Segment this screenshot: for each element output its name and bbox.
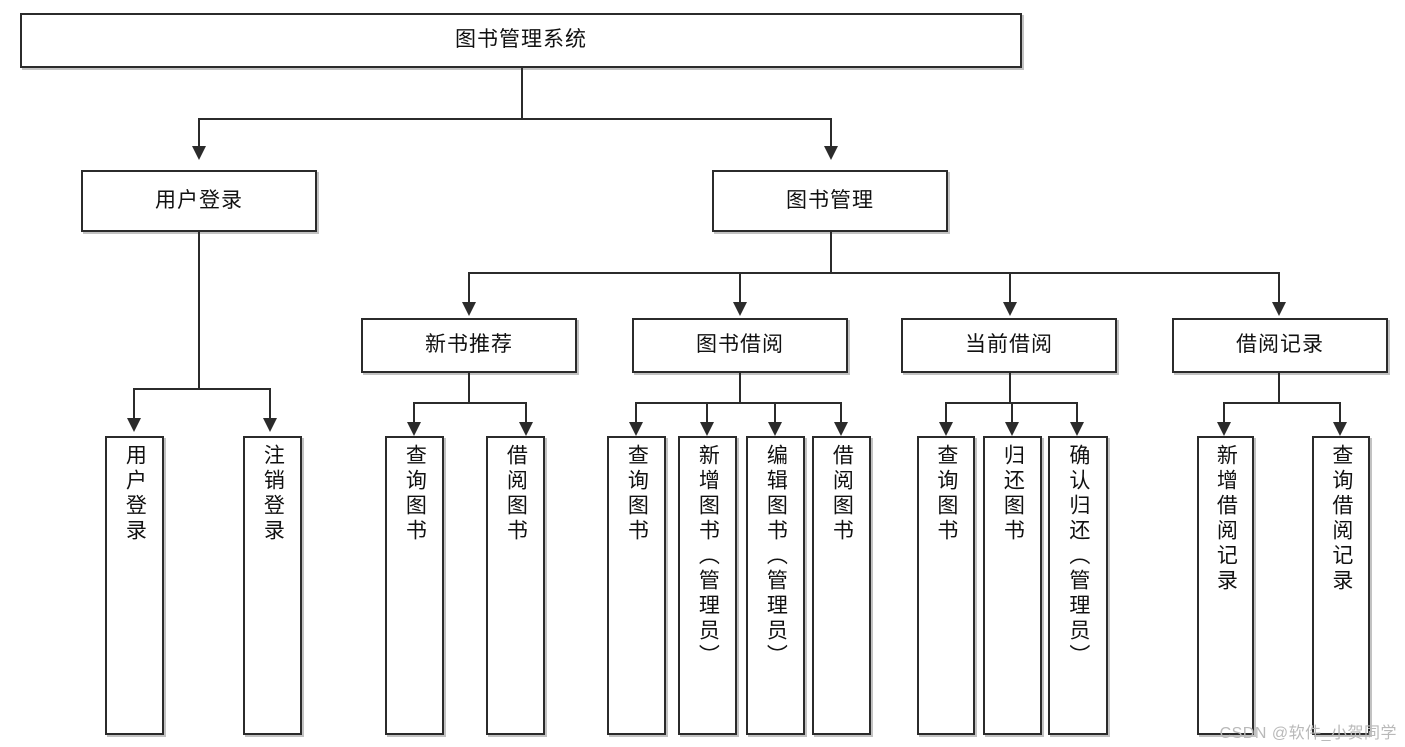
connector-book-borrow-to-leaf3 xyxy=(774,402,776,424)
node-label: 借阅图书 xyxy=(830,444,854,544)
node-label: 图书管理 xyxy=(786,188,874,212)
connector-book-manage-to-book-borrow xyxy=(739,272,741,304)
leaf-borrow-book-recommend[interactable]: 借阅图书 xyxy=(486,436,545,735)
node-label: 注销登录 xyxy=(261,444,285,544)
node-label: 图书管理系统 xyxy=(455,28,587,52)
connector-current-borrow-to-leaf3 xyxy=(1076,402,1078,424)
node-root-system[interactable]: 图书管理系统 xyxy=(20,13,1022,68)
node-borrow-record[interactable]: 借阅记录 xyxy=(1172,318,1388,373)
arrowhead-current-borrow-to-leaf1 xyxy=(939,422,953,436)
node-label: 查询图书 xyxy=(934,444,958,544)
node-label: 编辑图书（管理员） xyxy=(764,444,788,669)
node-label: 归还图书 xyxy=(1001,444,1025,544)
arrowhead-root-to-user-login xyxy=(192,146,206,160)
node-label: 查询借阅记录 xyxy=(1329,444,1353,594)
node-label: 确认归还（管理员） xyxy=(1066,444,1090,669)
connector-borrow-record-stem xyxy=(1278,373,1280,404)
arrowhead-borrow-record-to-leaf2 xyxy=(1333,422,1347,436)
connector-root-bus xyxy=(198,118,832,120)
node-current-borrow[interactable]: 当前借阅 xyxy=(901,318,1117,373)
arrowhead-root-to-book-manage xyxy=(824,146,838,160)
connector-current-borrow-to-leaf2 xyxy=(1011,402,1013,424)
arrowhead-book-borrow-to-leaf4 xyxy=(834,422,848,436)
connector-book-borrow-to-leaf1 xyxy=(635,402,637,424)
node-book-borrow[interactable]: 图书借阅 xyxy=(632,318,848,373)
connector-user-login-to-leaf1 xyxy=(133,388,135,420)
arrowhead-new-book-rec-to-leaf1 xyxy=(407,422,421,436)
connector-book-manage-stem xyxy=(830,232,832,274)
leaf-user-login[interactable]: 用户登录 xyxy=(105,436,164,735)
arrowhead-book-manage-to-new-book-rec xyxy=(462,302,476,316)
arrowhead-user-login-to-leaf2 xyxy=(263,418,277,432)
arrowhead-borrow-record-to-leaf1 xyxy=(1217,422,1231,436)
connector-new-book-rec-to-leaf1 xyxy=(413,402,415,424)
node-label: 借阅图书 xyxy=(504,444,528,544)
node-new-book-recommend[interactable]: 新书推荐 xyxy=(361,318,577,373)
connector-current-borrow-stem xyxy=(1009,373,1011,404)
connector-root-stem xyxy=(521,68,523,119)
arrowhead-book-borrow-to-leaf2 xyxy=(700,422,714,436)
connector-new-book-rec-stem xyxy=(468,373,470,404)
node-label: 借阅记录 xyxy=(1236,333,1324,357)
arrowhead-book-borrow-to-leaf3 xyxy=(768,422,782,436)
arrowhead-current-borrow-to-leaf3 xyxy=(1070,422,1084,436)
node-label: 用户登录 xyxy=(155,188,243,212)
node-label: 新增借阅记录 xyxy=(1214,444,1238,594)
connector-book-manage-bus xyxy=(468,272,1280,274)
leaf-add-book-admin[interactable]: 新增图书（管理员） xyxy=(678,436,737,735)
arrowhead-book-manage-to-book-borrow xyxy=(733,302,747,316)
leaf-edit-book-admin[interactable]: 编辑图书（管理员） xyxy=(746,436,805,735)
connector-borrow-record-to-leaf2 xyxy=(1339,402,1341,424)
connector-user-login-to-leaf2 xyxy=(269,388,271,420)
connector-book-borrow-bus xyxy=(635,402,842,404)
connector-book-manage-to-current-borrow xyxy=(1009,272,1011,304)
arrowhead-book-manage-to-current-borrow xyxy=(1003,302,1017,316)
leaf-confirm-return-admin[interactable]: 确认归还（管理员） xyxy=(1048,436,1108,735)
leaf-query-borrow-record[interactable]: 查询借阅记录 xyxy=(1312,436,1370,735)
connector-book-borrow-to-leaf2 xyxy=(706,402,708,424)
leaf-query-book-borrow[interactable]: 查询图书 xyxy=(607,436,666,735)
node-label: 新增图书（管理员） xyxy=(696,444,720,669)
connector-book-manage-to-borrow-record xyxy=(1278,272,1280,304)
connector-root-to-user-login xyxy=(198,118,200,148)
arrowhead-book-borrow-to-leaf1 xyxy=(629,422,643,436)
node-label: 查询图书 xyxy=(625,444,649,544)
connector-user-login-bus xyxy=(133,388,269,390)
leaf-query-book-recommend[interactable]: 查询图书 xyxy=(385,436,444,735)
connector-user-login-stem xyxy=(198,232,200,390)
node-book-manage[interactable]: 图书管理 xyxy=(712,170,948,232)
csdn-watermark: CSDN @软件_小贺同学 xyxy=(1219,725,1397,742)
connector-borrow-record-to-leaf1 xyxy=(1223,402,1225,424)
connector-new-book-rec-bus xyxy=(413,402,527,404)
leaf-borrow-book-borrow[interactable]: 借阅图书 xyxy=(812,436,871,735)
node-label: 图书借阅 xyxy=(696,333,784,357)
arrowhead-user-login-to-leaf1 xyxy=(127,418,141,432)
connector-root-to-book-manage xyxy=(830,118,832,148)
node-user-login[interactable]: 用户登录 xyxy=(81,170,317,232)
connector-current-borrow-to-leaf1 xyxy=(945,402,947,424)
node-label: 新书推荐 xyxy=(425,333,513,357)
node-label: 用户登录 xyxy=(123,444,147,544)
leaf-add-borrow-record[interactable]: 新增借阅记录 xyxy=(1197,436,1254,735)
node-label: 当前借阅 xyxy=(965,333,1053,357)
connector-new-book-rec-to-leaf2 xyxy=(525,402,527,424)
connector-book-borrow-stem xyxy=(739,373,741,404)
arrowhead-new-book-rec-to-leaf2 xyxy=(519,422,533,436)
arrowhead-current-borrow-to-leaf2 xyxy=(1005,422,1019,436)
leaf-query-book-current[interactable]: 查询图书 xyxy=(917,436,975,735)
connector-book-borrow-to-leaf4 xyxy=(840,402,842,424)
leaf-logout[interactable]: 注销登录 xyxy=(243,436,302,735)
connector-borrow-record-bus xyxy=(1223,402,1341,404)
leaf-return-book[interactable]: 归还图书 xyxy=(983,436,1042,735)
arrowhead-book-manage-to-borrow-record xyxy=(1272,302,1286,316)
connector-book-manage-to-new-book-rec xyxy=(468,272,470,304)
node-label: 查询图书 xyxy=(403,444,427,544)
